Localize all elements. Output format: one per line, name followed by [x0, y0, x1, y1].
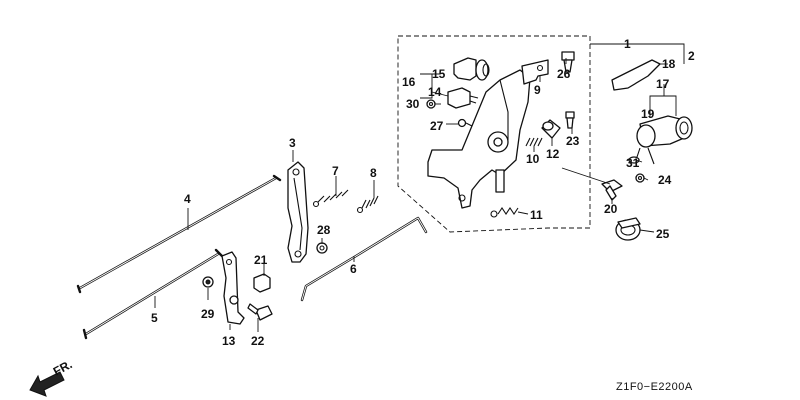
callout-10: 10	[526, 152, 540, 166]
callout-5: 5	[151, 311, 158, 325]
callout-labels: 1 2 3 4 5 6 7 8 9 10 11 12 13 14 15 16 1…	[151, 37, 695, 348]
throttle-bracket	[521, 59, 549, 85]
callout-9: 9	[534, 83, 541, 97]
diagram-code: Z1F0−E2200A	[616, 381, 693, 393]
wire-tab-18	[611, 59, 661, 91]
callout-13: 13	[222, 334, 236, 348]
callout-24: 24	[658, 173, 672, 187]
callout-25: 25	[656, 227, 670, 241]
rod-4	[76, 174, 282, 294]
ignition-switch	[635, 115, 693, 165]
terminal-block	[447, 87, 479, 109]
callout-20: 20	[604, 202, 618, 216]
callout-30: 30	[406, 97, 420, 111]
assembly-boundary	[397, 35, 591, 233]
callout-23: 23	[566, 134, 580, 148]
callout-12: 12	[546, 147, 560, 161]
washer-31	[628, 156, 640, 164]
spring-7	[312, 189, 349, 208]
callout-1: 1	[624, 37, 631, 51]
spring-8	[356, 195, 379, 214]
bolt-20	[601, 179, 623, 201]
callout-27: 27	[430, 119, 444, 133]
callout-17: 17	[656, 77, 670, 91]
callout-21: 21	[254, 253, 268, 267]
callout-22: 22	[251, 334, 265, 348]
callout-7: 7	[332, 164, 339, 178]
clamp-25	[615, 217, 641, 241]
callout-16: 16	[402, 75, 416, 89]
rod-5	[82, 248, 224, 340]
control-base-plate	[427, 69, 531, 209]
rod-6	[300, 216, 428, 302]
stop-switch	[453, 57, 490, 81]
callout-8: 8	[370, 166, 377, 180]
callout-29: 29	[201, 307, 215, 321]
nut-28	[316, 242, 328, 254]
callout-31: 31	[626, 156, 640, 170]
collar-12	[541, 119, 561, 139]
callout-26: 26	[557, 67, 571, 81]
callout-14: 14	[428, 85, 442, 99]
washer-29	[202, 276, 214, 288]
block-21	[253, 273, 271, 293]
callout-3: 3	[289, 136, 296, 150]
front-direction-arrow: FR.	[29, 357, 74, 397]
spring-11	[490, 207, 519, 218]
lever-3	[287, 161, 309, 263]
callout-4: 4	[184, 192, 191, 206]
screw-27	[457, 118, 473, 128]
bolt-23	[565, 111, 575, 129]
callout-18: 18	[662, 57, 676, 71]
callout-28: 28	[317, 223, 331, 237]
spring-10	[525, 137, 543, 147]
bolt-22	[247, 303, 273, 321]
washer-30	[426, 99, 436, 109]
nut-24	[635, 173, 645, 183]
callout-15: 15	[432, 67, 446, 81]
callout-6: 6	[350, 262, 357, 276]
leader-lines	[154, 43, 685, 332]
callout-11: 11	[530, 208, 543, 222]
callout-2: 2	[688, 49, 695, 63]
bolt-26	[561, 51, 575, 73]
callout-19: 19	[641, 107, 655, 121]
lever-13	[221, 251, 245, 325]
